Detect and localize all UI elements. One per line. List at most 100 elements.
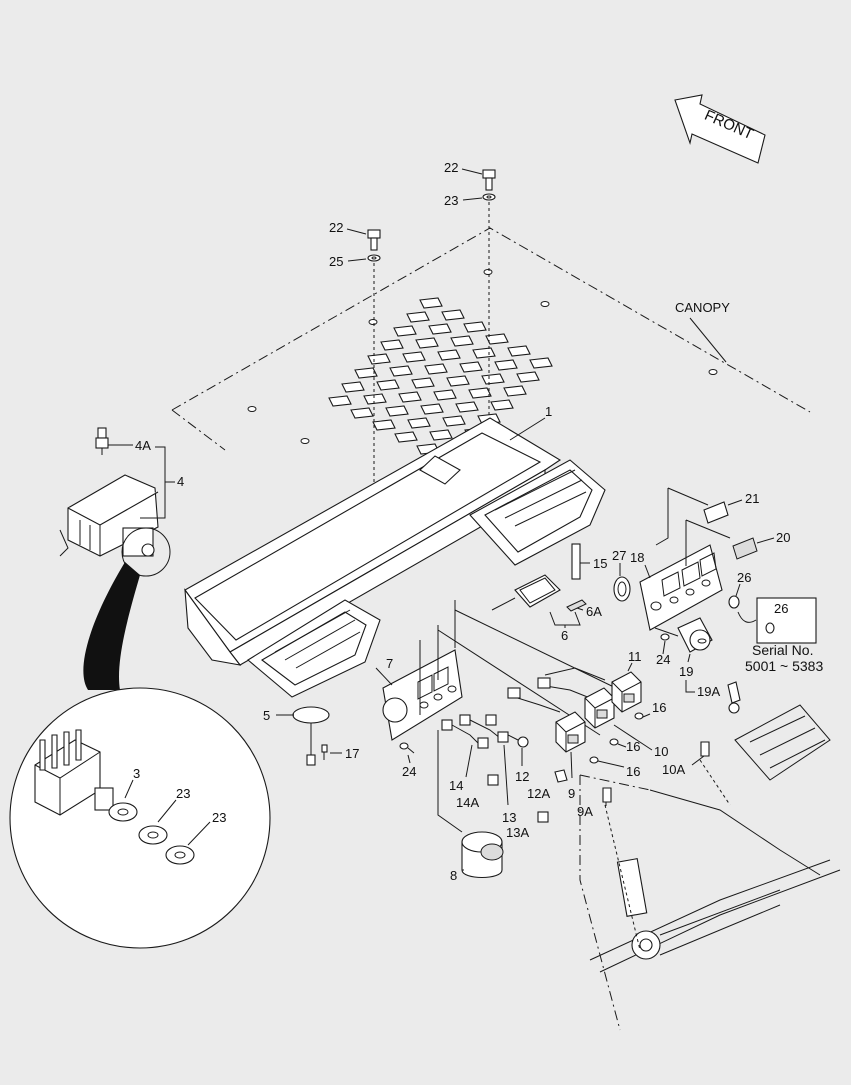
- callout-27: 27: [612, 548, 626, 563]
- work-light-assembly: [59, 474, 159, 557]
- connector-13A: [537, 811, 549, 823]
- callout-7: 7: [386, 656, 393, 671]
- vent-slot: [468, 387, 492, 399]
- vent-slot: [494, 359, 518, 371]
- harness-13: [459, 714, 509, 743]
- callout-17: 17: [345, 746, 359, 761]
- callout-1: 1: [545, 404, 552, 419]
- screw-16-set: [589, 712, 651, 768]
- relay-10: [584, 687, 615, 729]
- vent-slot: [459, 361, 483, 373]
- canopy-label: CANOPY: [675, 300, 730, 315]
- rocker-switch-21: [703, 501, 729, 524]
- callout-19A: 19A: [697, 684, 720, 699]
- halogen-bulb-4A: [95, 427, 109, 455]
- serial-range: 5001 ~ 5383: [745, 658, 823, 674]
- console-housing: [184, 417, 606, 698]
- vent-slot: [455, 401, 479, 413]
- callout-21: 21: [745, 491, 759, 506]
- vent-slot: [442, 415, 466, 427]
- vent-slot: [516, 371, 540, 383]
- callout-15: 15: [593, 556, 607, 571]
- callout-18: 18: [630, 550, 644, 565]
- key-switch-19: [654, 617, 713, 653]
- callout-24-left: 24: [402, 764, 416, 779]
- callout-6: 6: [561, 628, 568, 643]
- right-switch-panel-18: [639, 544, 723, 631]
- vent-slot: [433, 389, 457, 401]
- callout-19: 19: [679, 664, 693, 679]
- vent-slot: [437, 349, 461, 361]
- harness-14: [441, 719, 489, 749]
- callout-9A: 9A: [577, 804, 593, 819]
- o-ring-26: [728, 595, 740, 609]
- callout-16-b: 16: [626, 739, 640, 754]
- vent-slot: [328, 395, 352, 407]
- callout-6A: 6A: [586, 604, 602, 619]
- callout-16-c: 16: [626, 764, 640, 779]
- relay-9: [555, 711, 586, 753]
- lens-15: [571, 543, 581, 580]
- relay-11: [611, 671, 642, 713]
- serial-part-number: 26: [774, 601, 788, 616]
- callout-23-top: 23: [444, 193, 458, 208]
- screw-24-left: [399, 742, 415, 754]
- vent-slot: [380, 339, 404, 351]
- callout-10A: 10A: [662, 762, 685, 777]
- vent-slot: [411, 377, 435, 389]
- rocker-switch-20: [732, 537, 758, 560]
- vent-slot: [398, 391, 422, 403]
- vent-slot: [341, 381, 365, 393]
- bolt-22-left: [367, 229, 381, 510]
- vent-slot: [415, 337, 439, 349]
- front-direction-arrow: FRONT: [674, 94, 766, 164]
- vent-slot: [354, 367, 378, 379]
- callout-14: 14: [449, 778, 463, 793]
- connector-10A: [700, 741, 710, 757]
- callout-5: 5: [263, 708, 270, 723]
- callout-13: 13: [502, 810, 516, 825]
- callout-8: 8: [450, 868, 457, 883]
- callout-25: 25: [329, 254, 343, 269]
- vent-slot: [424, 363, 448, 375]
- vent-slot: [350, 407, 374, 419]
- vent-slot: [420, 403, 444, 415]
- vent-slot: [463, 321, 487, 333]
- loader-frame: [579, 704, 841, 1031]
- vent-slot: [429, 429, 453, 441]
- connector-9A: [602, 787, 612, 803]
- callout-26: 26: [737, 570, 751, 585]
- callout-14A: 14A: [456, 795, 479, 810]
- vent-slot: [450, 335, 474, 347]
- dome-light-6: [491, 574, 587, 612]
- callout-3: 3: [133, 766, 140, 781]
- callout-24-right: 24: [656, 652, 670, 667]
- callout-11: 11: [628, 649, 642, 664]
- callout-9: 9: [568, 786, 575, 801]
- vent-slot: [372, 419, 396, 431]
- knob-12A: [554, 769, 568, 783]
- callout-20: 20: [776, 530, 790, 545]
- vent-slot: [407, 417, 431, 429]
- vent-slot: [402, 351, 426, 363]
- vent-slot: [389, 365, 413, 377]
- key-19A: [727, 681, 741, 714]
- vent-slot: [363, 393, 387, 405]
- callout-4: 4: [177, 474, 184, 489]
- vent-slot: [428, 323, 452, 335]
- vent-slot: [394, 431, 418, 443]
- o-ring-27: [613, 576, 631, 602]
- canopy-holes: [247, 269, 718, 444]
- callout-12A: 12A: [527, 786, 550, 801]
- vent-slot: [393, 325, 417, 337]
- callout-16-a: 16: [652, 700, 666, 715]
- vent-slot: [503, 385, 527, 397]
- connector-14A: [487, 774, 499, 786]
- vent-slot: [529, 357, 553, 369]
- vent-slot: [406, 311, 430, 323]
- vent-slot: [419, 297, 443, 309]
- serial-title: Serial No.: [752, 642, 813, 658]
- callout-23-a: 23: [176, 786, 190, 801]
- callout-13A: 13A: [506, 825, 529, 840]
